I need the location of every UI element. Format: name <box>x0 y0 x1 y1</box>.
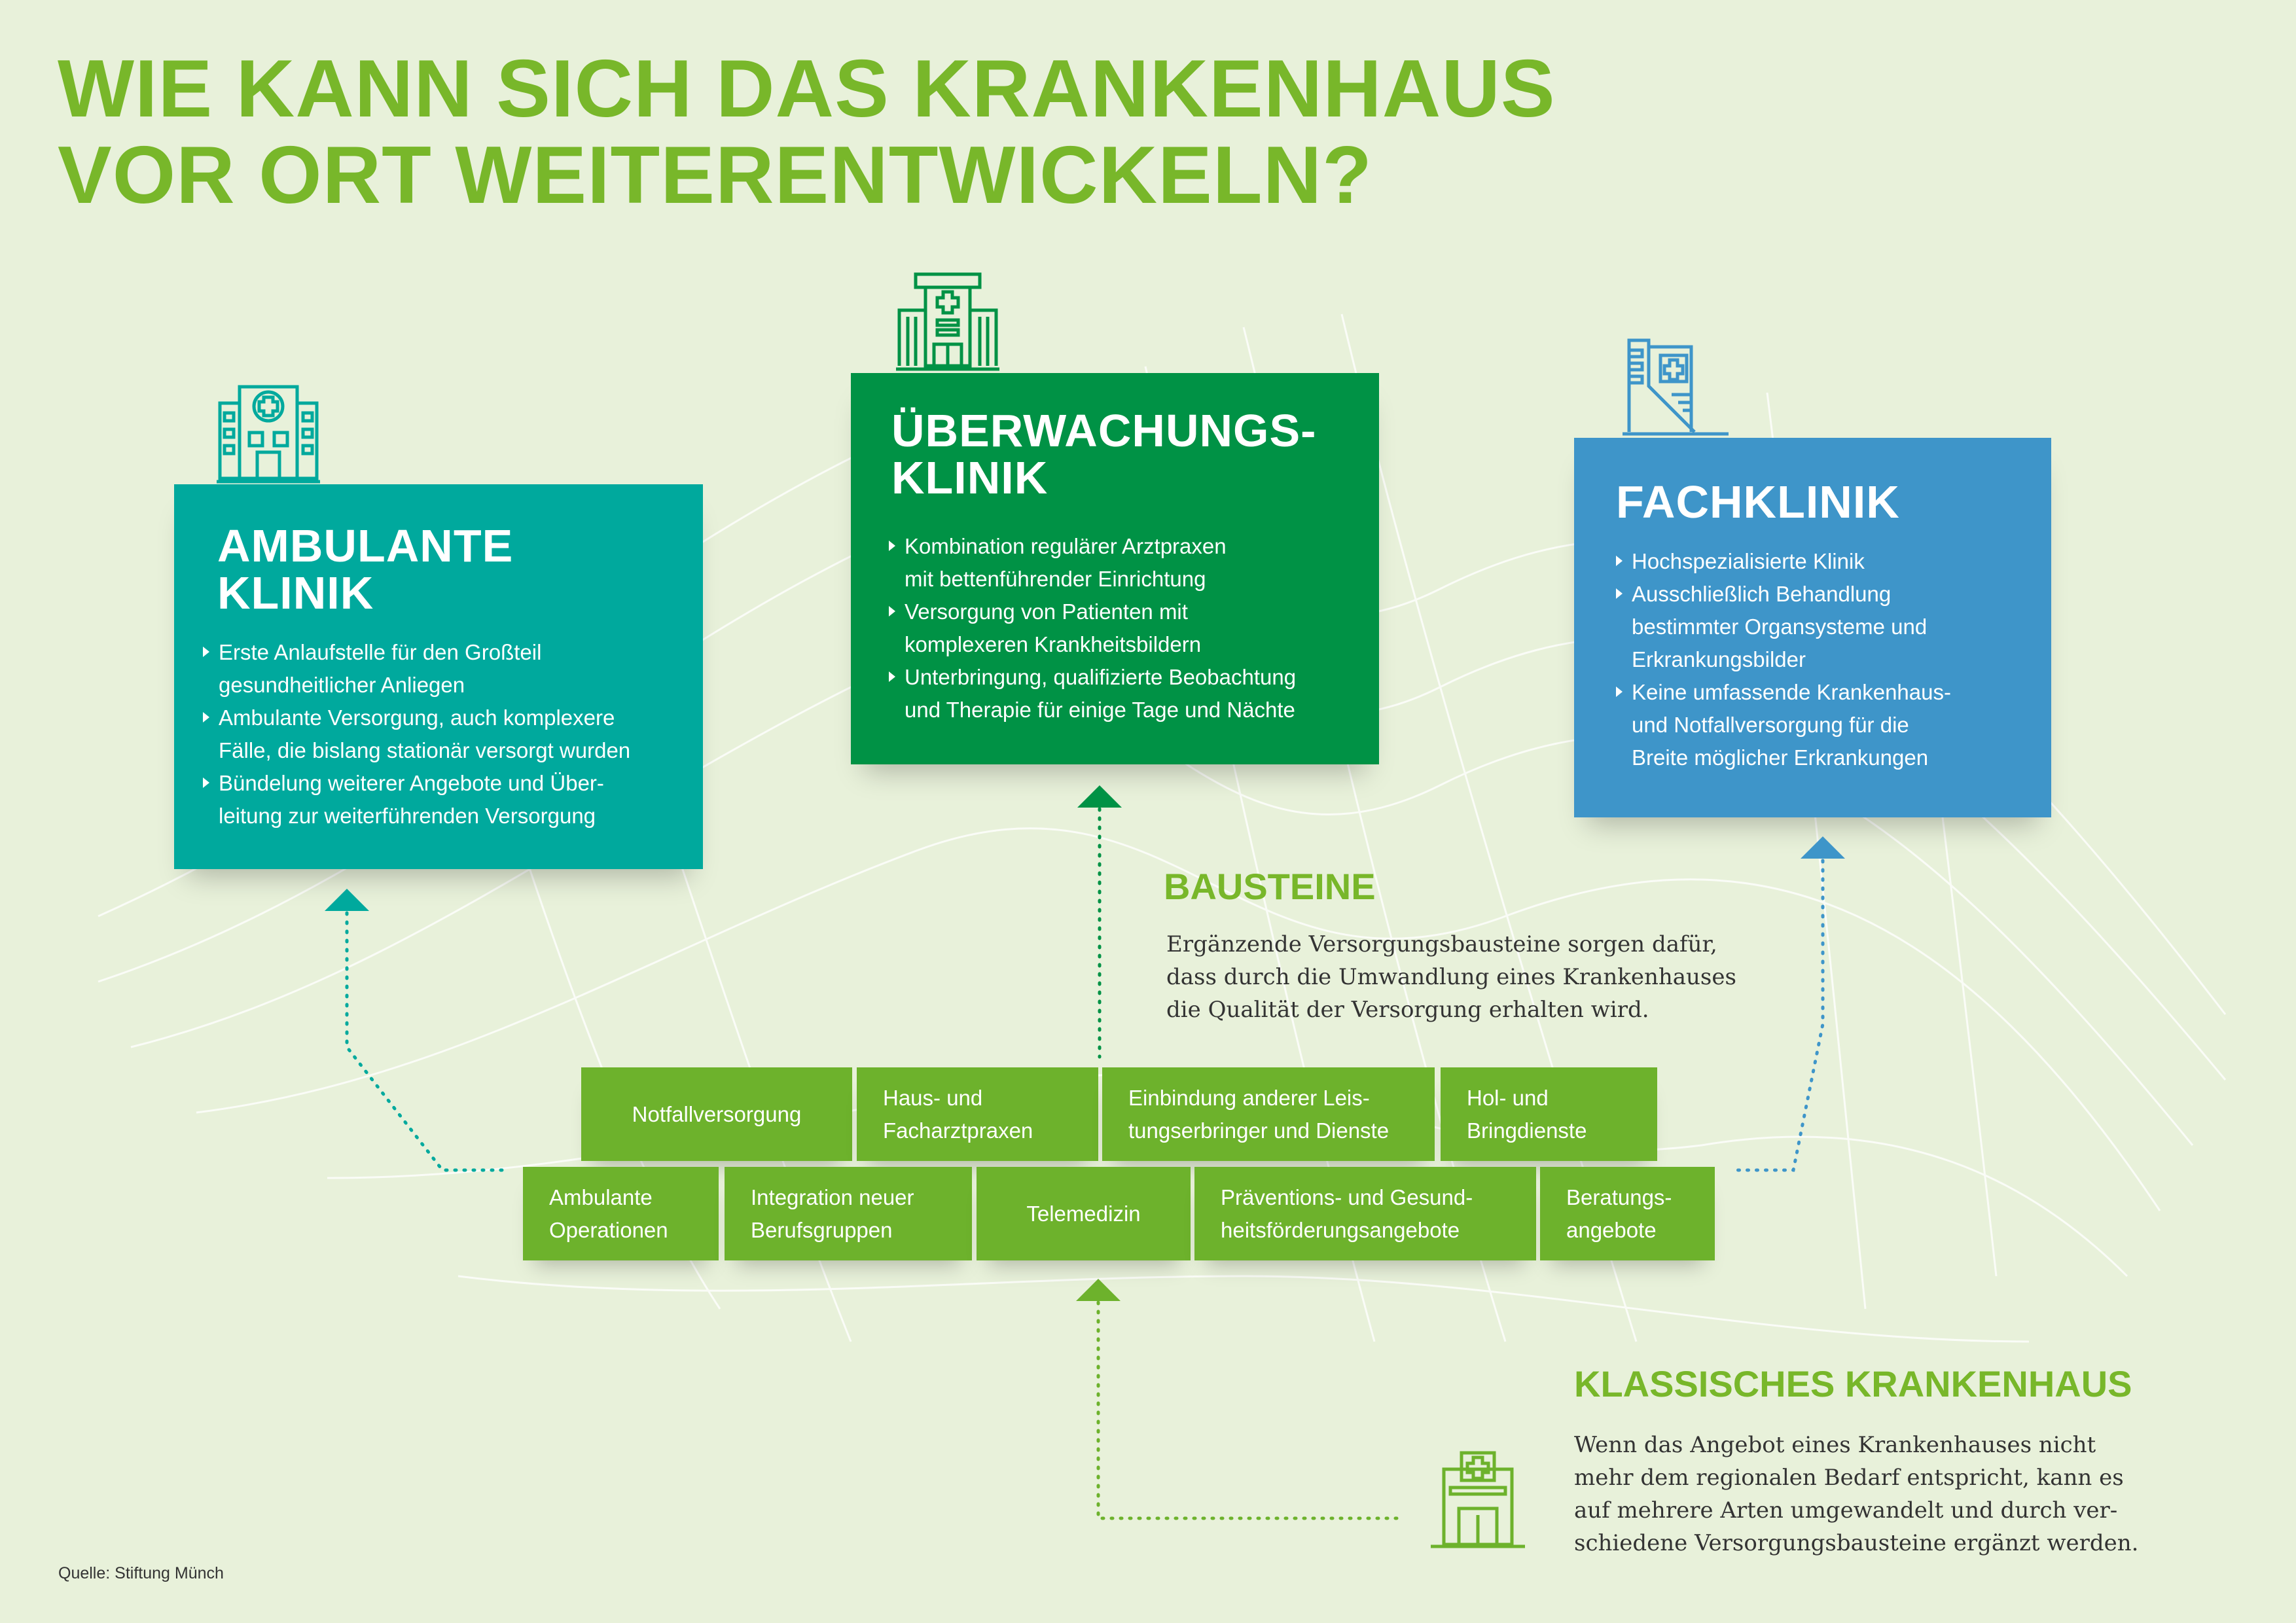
bullet-line: Kombination regulärer Arztpraxen <box>905 534 1227 558</box>
classic-hospital-icon <box>1431 1451 1525 1548</box>
klassisch-text: Wenn das Angebot eines Krankenhauses nic… <box>1574 1432 2139 1556</box>
page-title: WIE KANN SICH DAS KRANKENHAUS VOR ORT WE… <box>58 46 1556 219</box>
arrow-up-icon <box>1801 836 1845 859</box>
bullet-line: Versorgung von Patienten mit <box>905 599 1188 624</box>
building-block-label: Beratungs- <box>1566 1185 1672 1209</box>
hospital-icon <box>217 385 320 484</box>
bullet-list: Kombination regulärer Arztpraxen mit bett… <box>889 530 1296 726</box>
bullet-item: Keine umfassende Krankenhaus-und Notfall… <box>1616 676 1951 774</box>
building-block: Einbindung anderer Leis-tungserbringer u… <box>1102 1067 1435 1161</box>
bullet-line: Ausschließlich Behandlung <box>1632 582 1892 606</box>
bullet-line: gesundheitlicher Anliegen <box>219 673 465 697</box>
building-block-label: Präventions- und Gesund- <box>1221 1185 1473 1209</box>
bullet-item: Ausschließlich Behandlung bestimmter Orga… <box>1616 578 1951 676</box>
building-block-label: tungserbringer und Dienste <box>1128 1118 1390 1143</box>
arrow-up-icon <box>1076 1279 1121 1301</box>
bullet-line: bestimmter Organsysteme und <box>1632 615 1928 639</box>
clinic-building-icon <box>896 272 999 371</box>
title-line: VOR ORT WEITERENTWICKELN? <box>58 130 1372 221</box>
card-ueberwachungsklinik: ÜBERWACHUNGS-KLINIK Kombination reguläre… <box>851 373 1379 764</box>
bullet-item: Bündelung weiterer Angebote und Über-lei… <box>203 767 630 832</box>
building-block: Beratungs-angebote <box>1540 1167 1715 1260</box>
building-block: Präventions- und Gesund-heitsförderungsa… <box>1194 1167 1536 1260</box>
building-block-label: Telemedizin <box>1026 1201 1141 1226</box>
bullet-line: Breite möglicher Erkrankungen <box>1632 745 1929 770</box>
bullet-line: mit bettenführender Einrichtung <box>905 567 1206 591</box>
building-block-label: Berufsgruppen <box>751 1217 893 1242</box>
bullet-line: komplexeren Krankheitsbildern <box>905 632 1202 656</box>
bullet-item: Kombination regulärer Arztpraxen mit bett… <box>889 530 1296 596</box>
building-block-label: Hol- und <box>1467 1085 1549 1110</box>
arrow-up-icon <box>1077 785 1122 808</box>
building-block-label: Notfallversorgung <box>632 1101 802 1126</box>
specialist-clinic-icon <box>1623 338 1729 436</box>
building-block-label: Bringdienste <box>1467 1118 1587 1143</box>
bullet-item: Unterbringung, qualifizierte Beobachtung… <box>889 661 1296 726</box>
bullet-line: Erste Anlaufstelle für den Großteil <box>219 640 542 664</box>
bullet-line: Erkrankungsbilder <box>1632 647 1806 671</box>
building-block-label: Einbindung anderer Leis- <box>1128 1085 1370 1110</box>
bausteine-heading: BAUSTEINE <box>1164 866 1376 907</box>
bullet-line: Keine umfassende Krankenhaus- <box>1632 680 1951 704</box>
building-block-label: Facharztpraxen <box>883 1118 1033 1143</box>
building-block-label: Integration neuer <box>751 1185 914 1209</box>
building-block: Telemedizin <box>977 1167 1191 1260</box>
building-block-label: Ambulante <box>549 1185 653 1209</box>
bullet-item: Versorgung von Patienten mit komplexeren … <box>889 596 1296 661</box>
bullet-line: und Notfallversorgung für die <box>1632 713 1909 737</box>
klassisch-heading: KLASSISCHES KRANKENHAUS <box>1574 1363 2132 1404</box>
bullet-line: Fälle, die bislang stationär versorgt wu… <box>219 738 631 762</box>
bausteine-text: Ergänzende Versorgungsbausteine sorgen d… <box>1166 931 1736 1023</box>
bullet-item: Hochspezialisierte Klinik <box>1616 545 1951 578</box>
title-line: WIE KANN SICH DAS KRANKENHAUS <box>58 44 1556 134</box>
building-block-label: Haus- und <box>883 1085 983 1110</box>
bullet-list: Erste Anlaufstelle für den Großteil gesun… <box>203 636 630 832</box>
source-note: Quelle: Stiftung Münch <box>58 1564 224 1582</box>
bullet-item: Erste Anlaufstelle für den Großteil gesun… <box>203 636 630 702</box>
card-title: ÜBERWACHUNGS-KLINIK <box>891 405 1317 503</box>
bullet-line: leitung zur weiterführenden Versorgung <box>219 804 596 828</box>
card-title: FACHKLINIK <box>1616 476 1900 527</box>
building-block: Notfallversorgung <box>581 1067 852 1161</box>
bullet-line: und Therapie für einige Tage und Nächte <box>905 698 1295 722</box>
building-block-label: Operationen <box>549 1217 668 1242</box>
bullet-line: Bündelung weiterer Angebote und Über- <box>219 771 604 795</box>
bullet-line: Hochspezialisierte Klinik <box>1632 549 1865 573</box>
building-block-label: heitsförderungsangebote <box>1221 1217 1460 1242</box>
bullet-line: Unterbringung, qualifizierte Beobachtung <box>905 665 1297 689</box>
arrow-up-icon <box>325 889 369 911</box>
building-block-label: angebote <box>1566 1217 1657 1242</box>
bullet-line: Ambulante Versorgung, auch komplexere <box>219 705 615 730</box>
